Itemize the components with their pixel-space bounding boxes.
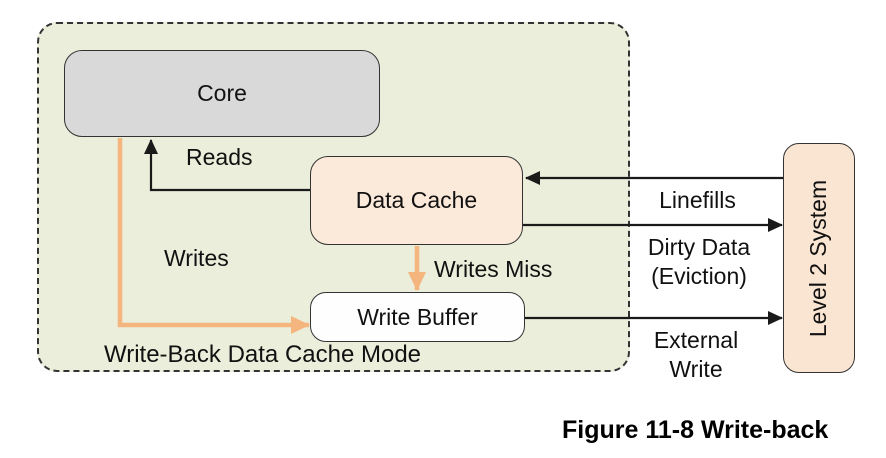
write-back-mode-label: Write-Back Data Cache Mode: [104, 341, 422, 368]
figure-caption: Figure 11-8 Write-back: [562, 416, 829, 444]
external-write-label-line2: Write: [669, 356, 723, 382]
writes-miss-label: Writes Miss: [434, 256, 553, 282]
data-cache-node-label: Data Cache: [355, 187, 478, 213]
reads-label: Reads: [186, 144, 253, 170]
write-buffer-node-label: Write Buffer: [357, 303, 478, 330]
dirty-data-label-line1: Dirty Data: [647, 234, 751, 260]
data-cache-node: Data Cache: [310, 156, 523, 245]
level2-system-node-label: Level 2 System: [805, 179, 832, 337]
core-node: Core: [64, 50, 380, 137]
dirty-data-label: Dirty Data (Eviction): [636, 233, 762, 291]
dirty-data-label-line2: (Eviction): [651, 263, 747, 289]
write-buffer-node: Write Buffer: [310, 292, 525, 342]
external-write-label-line1: External: [653, 327, 739, 353]
core-node-label: Core: [197, 80, 247, 106]
external-write-label: External Write: [636, 326, 756, 384]
linefills-label: Linefills: [659, 187, 736, 213]
writes-label: Writes: [164, 245, 229, 271]
level2-system-node: Level 2 System: [783, 143, 855, 373]
